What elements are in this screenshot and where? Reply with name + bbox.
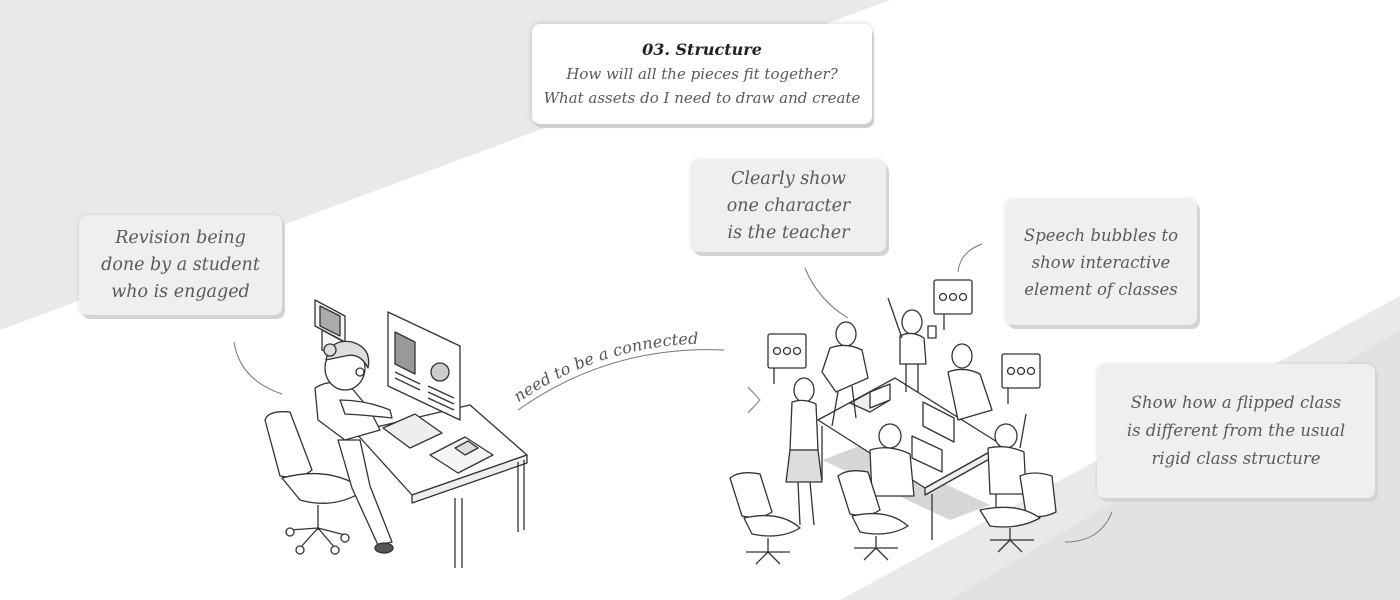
speech-note-line: show interactive	[1031, 252, 1171, 272]
flipped-classroom-illustration	[729, 279, 1057, 565]
revision-note-line: who is engaged	[111, 281, 250, 302]
revision-leader-line	[233, 341, 283, 395]
teacher-leader-line	[804, 267, 849, 319]
flipped-note-line: rigid class structure	[1151, 449, 1321, 468]
flipped-leader-line	[1064, 511, 1113, 543]
flipped-class-note: Show how a flipped class is different fr…	[1097, 364, 1375, 498]
connector-label: need to be a connected	[510, 329, 699, 406]
revision-note: Revision being done by a student who is …	[79, 215, 282, 315]
teacher-note: Clearly show one character is the teache…	[691, 160, 886, 252]
structure-note: 03. Structure How will all the pieces fi…	[532, 24, 872, 124]
teacher-note-line: is the teacher	[727, 222, 850, 243]
speech-note-line: Speech bubbles to	[1023, 225, 1179, 245]
chair	[837, 470, 909, 561]
speech-bubble-icon	[933, 279, 973, 330]
teacher-note-line: Clearly show	[731, 168, 846, 189]
chair	[729, 472, 801, 565]
structure-note-line: What assets do I need to draw and create	[543, 89, 861, 107]
structure-note-title: 03. Structure	[642, 40, 762, 59]
chair	[979, 472, 1057, 553]
speech-note-line: element of classes	[1024, 279, 1178, 299]
speech-bubbles-note: Speech bubbles to show interactive eleme…	[1005, 199, 1197, 325]
speech-bubble-icon	[767, 333, 807, 384]
structure-note-line: How will all the pieces fit together?	[566, 65, 838, 83]
revision-note-line: done by a student	[101, 254, 260, 275]
arrow-chevron-icon	[747, 386, 761, 414]
speech-bubble-icon	[1001, 353, 1041, 404]
flipped-note-line: Show how a flipped class	[1130, 393, 1342, 412]
teacher-note-line: one character	[726, 195, 851, 216]
flipped-note-line: is different from the usual	[1126, 421, 1346, 440]
student-revising-illustration	[264, 299, 528, 568]
revision-note-line: Revision being	[115, 227, 246, 248]
speech-leader-line	[957, 243, 983, 273]
